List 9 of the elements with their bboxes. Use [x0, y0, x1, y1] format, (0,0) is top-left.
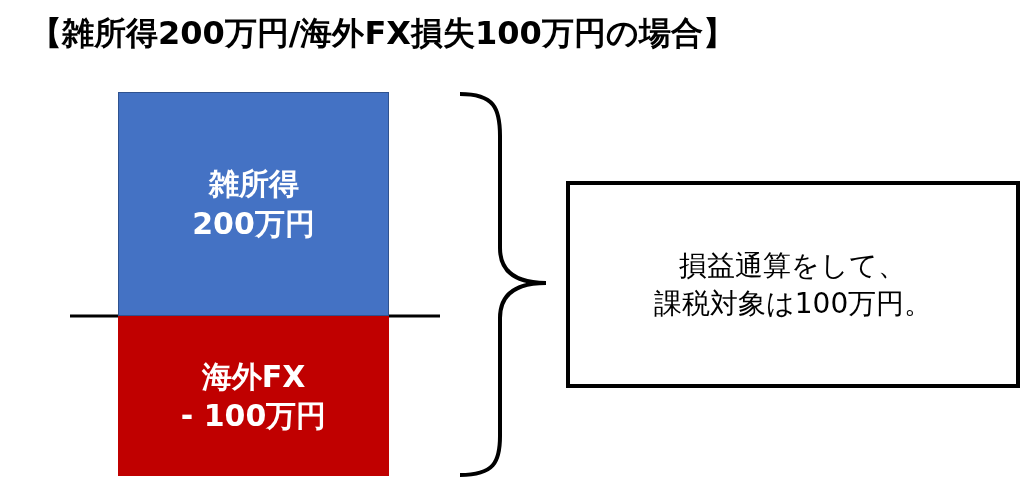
amount-label: 200万円 — [192, 205, 315, 243]
amount-label: - 100万円 — [180, 397, 327, 435]
loss-block — [118, 316, 389, 476]
result-box — [566, 181, 1020, 388]
income-block — [118, 92, 389, 316]
category-label: 雑所得 — [208, 164, 299, 203]
result-text: 損益通算をして、課税対象は100万円。 — [653, 247, 933, 322]
title: 【雑所得200万円/海外FX損失100万円の場合】 — [30, 13, 735, 54]
category-label: 海外FX — [201, 358, 306, 396]
